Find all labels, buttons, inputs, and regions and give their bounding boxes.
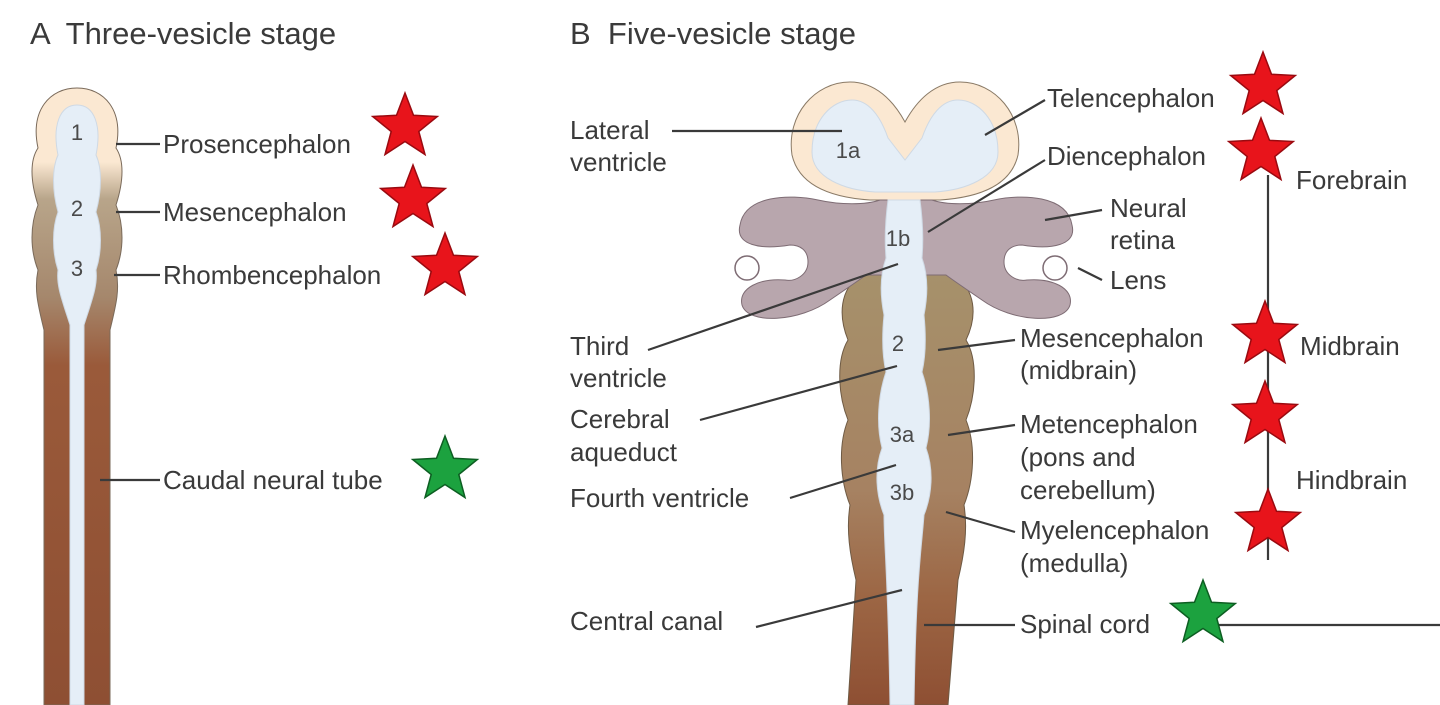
prosencephalon-label: Prosencephalon bbox=[163, 129, 351, 159]
red-star-icon bbox=[1229, 51, 1297, 115]
metencephalon-label-line2: (pons and bbox=[1020, 442, 1136, 472]
cerebral-aqueduct-leader bbox=[699, 364, 898, 422]
neural-retina-leader bbox=[1044, 208, 1103, 222]
spinal-cord-label: Spinal cord bbox=[1020, 609, 1150, 639]
neural-retina-label-line2: retina bbox=[1110, 225, 1176, 255]
lateral-ventricle-lumen bbox=[811, 99, 999, 193]
third-ventricle-label-line1: Third bbox=[570, 331, 629, 361]
vesicle-number-1b: 1b bbox=[886, 226, 910, 251]
diencephalon-label: Diencephalon bbox=[1047, 141, 1206, 171]
cerebral-aqueduct-label-line2: aqueduct bbox=[570, 437, 678, 467]
myelencephalon-label-line2: (medulla) bbox=[1020, 548, 1128, 578]
metencephalon-label-line3: cerebellum) bbox=[1020, 475, 1156, 505]
vesicle-number-3b: 3b bbox=[890, 480, 914, 505]
left-lens bbox=[734, 255, 760, 281]
red-star-icon bbox=[1227, 117, 1295, 181]
fourth-ventricle-label: Fourth ventricle bbox=[570, 483, 749, 513]
myelencephalon-label-line1: Myelencephalon bbox=[1020, 515, 1209, 545]
fourth-ventricle-leader bbox=[789, 463, 897, 500]
hindbrain-label: Hindbrain bbox=[1296, 465, 1407, 495]
vesicle-number-1a: 1a bbox=[836, 138, 861, 163]
red-star-icon bbox=[1231, 380, 1299, 444]
vesicle-number-3: 3 bbox=[71, 256, 83, 281]
forebrain-label: Forebrain bbox=[1296, 165, 1407, 195]
vesicle-number-2: 2 bbox=[71, 196, 83, 221]
mesencephalon-label-line2: (midbrain) bbox=[1020, 355, 1137, 385]
vesicle-number-3a: 3a bbox=[890, 422, 915, 447]
red-star-icon bbox=[379, 164, 447, 228]
vesicle-number-2: 2 bbox=[892, 331, 904, 356]
lens-leader bbox=[1077, 267, 1103, 281]
vesicle-number-1: 1 bbox=[71, 120, 83, 145]
telencephalon-label: Telencephalon bbox=[1047, 83, 1215, 113]
metencephalon-label-line1: Metencephalon bbox=[1020, 409, 1198, 439]
myelencephalon-leader bbox=[945, 510, 1016, 534]
metencephalon-leader bbox=[947, 423, 1016, 437]
third-ventricle-label-line2: ventricle bbox=[570, 363, 667, 393]
panel-b-title: B Five-vesicle stage bbox=[570, 16, 856, 51]
telencephalon-leader bbox=[984, 99, 1046, 136]
lateral-ventricle-label-line2: ventricle bbox=[570, 147, 667, 177]
red-star-icon bbox=[411, 232, 479, 296]
third-ventricle-leader bbox=[647, 262, 899, 352]
five-vesicle-ventricle bbox=[876, 199, 932, 705]
green-star-icon bbox=[411, 435, 479, 499]
green-star-icon bbox=[1169, 579, 1237, 643]
red-star-icon bbox=[1231, 300, 1299, 364]
red-star-icon bbox=[371, 92, 439, 156]
central-canal-leader bbox=[755, 588, 903, 629]
cerebral-aqueduct-label-line1: Cerebral bbox=[570, 404, 670, 434]
diencephalon-leader bbox=[927, 159, 1046, 233]
panel-a-title: A Three-vesicle stage bbox=[30, 16, 336, 51]
lateral-ventricle-label-line1: Lateral bbox=[570, 115, 650, 145]
caudal-neural-tube-label: Caudal neural tube bbox=[163, 465, 383, 495]
rhombencephalon-label: Rhombencephalon bbox=[163, 260, 381, 290]
mesencephalon-label: Mesencephalon bbox=[163, 197, 347, 227]
midbrain-label: Midbrain bbox=[1300, 331, 1400, 361]
mesencephalon-midbrain-leader bbox=[937, 338, 1016, 352]
neural-retina-label-line1: Neural bbox=[1110, 193, 1187, 223]
mesencephalon-label-line1: Mesencephalon bbox=[1020, 323, 1204, 353]
central-canal-label: Central canal bbox=[570, 606, 723, 636]
right-lens bbox=[1042, 255, 1068, 281]
three-vesicle-ventricle bbox=[53, 104, 101, 705]
lens-label: Lens bbox=[1110, 265, 1166, 295]
